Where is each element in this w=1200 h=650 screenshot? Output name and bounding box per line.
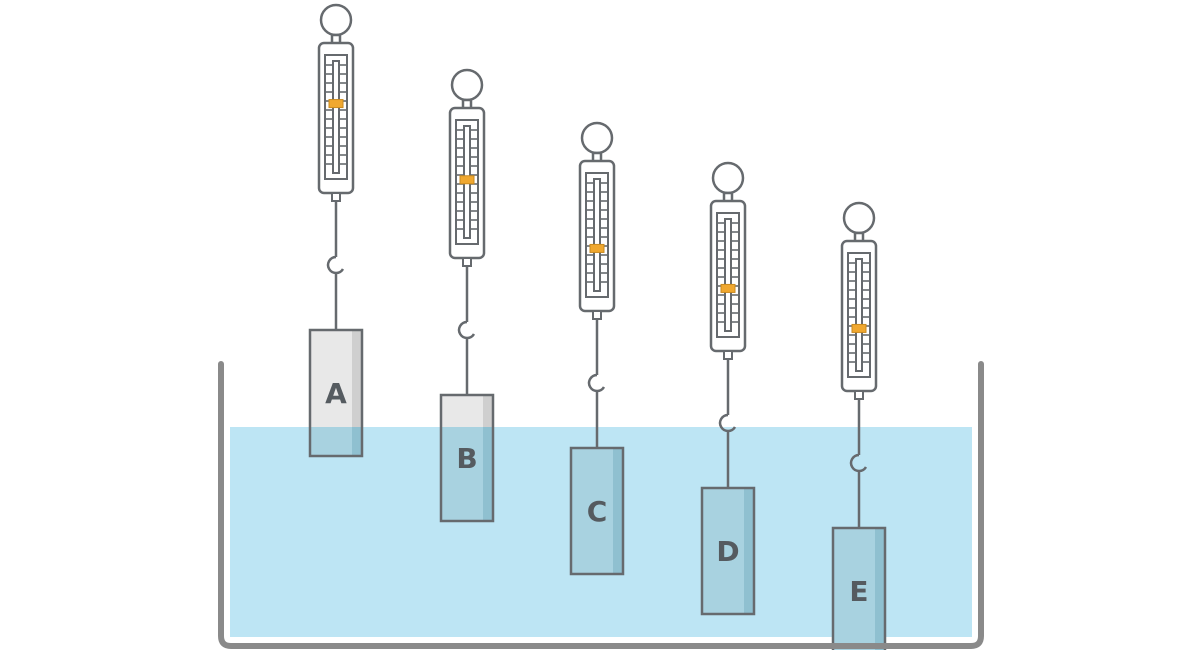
spring-scale-unit-a: A xyxy=(308,3,364,458)
scale-hook xyxy=(587,373,606,393)
scale-hook xyxy=(457,320,476,340)
block-wet-shade xyxy=(875,528,885,650)
block-label-c: C xyxy=(587,495,608,528)
scale-indicator xyxy=(720,283,736,293)
block-wet-shade xyxy=(613,448,623,574)
spring-scale-a xyxy=(317,3,355,330)
tank-wall xyxy=(218,361,984,649)
scale-ring xyxy=(450,68,484,102)
scale-hook xyxy=(326,255,345,275)
block-b xyxy=(439,393,495,523)
scale-stem xyxy=(462,257,472,267)
block-fill xyxy=(833,528,885,650)
block-c xyxy=(569,446,625,576)
block-label-e: E xyxy=(849,575,868,608)
block-label-b: B xyxy=(456,442,477,475)
scale-stem xyxy=(723,350,733,360)
scale-indicator xyxy=(328,99,344,109)
spring-scale-unit-c: C xyxy=(569,121,625,576)
spring-scale-unit-b: B xyxy=(439,68,495,523)
scale-ring xyxy=(711,161,745,195)
scale-hook xyxy=(718,413,737,433)
block-fill xyxy=(441,395,493,521)
block-fill xyxy=(702,488,754,614)
scale-slot xyxy=(593,178,601,292)
scale-stem xyxy=(331,192,341,202)
scale-slot xyxy=(332,60,340,174)
scale-slot xyxy=(855,258,863,372)
block-e xyxy=(831,526,887,650)
scale-stem xyxy=(854,390,864,400)
scale-slot xyxy=(724,218,732,332)
scale-stem xyxy=(592,310,602,320)
block-wet-shade xyxy=(483,427,493,521)
block-a xyxy=(308,328,364,458)
scale-indicator xyxy=(459,175,475,185)
spring-scale-d xyxy=(709,161,747,488)
scale-ring xyxy=(842,201,876,235)
spring-scale-unit-e: E xyxy=(831,201,887,650)
block-d xyxy=(700,486,756,616)
block-wet-shade xyxy=(744,488,754,614)
block-label-a: A xyxy=(325,377,347,410)
block-fill xyxy=(310,330,362,456)
block-dry-shade xyxy=(483,395,493,427)
scale-indicator xyxy=(851,323,867,333)
block-label-d: D xyxy=(716,535,739,568)
scale-ring xyxy=(580,121,614,155)
spring-scale-e xyxy=(840,201,878,528)
scale-ring xyxy=(319,3,353,37)
spring-scale-unit-d: D xyxy=(700,161,756,616)
block-dry-shade xyxy=(352,330,362,427)
block-wet-shade xyxy=(352,427,362,456)
scale-hook xyxy=(849,453,868,473)
spring-scale-c xyxy=(578,121,616,448)
scale-indicator xyxy=(589,243,605,253)
spring-scale-b xyxy=(448,68,486,395)
block-fill xyxy=(571,448,623,574)
